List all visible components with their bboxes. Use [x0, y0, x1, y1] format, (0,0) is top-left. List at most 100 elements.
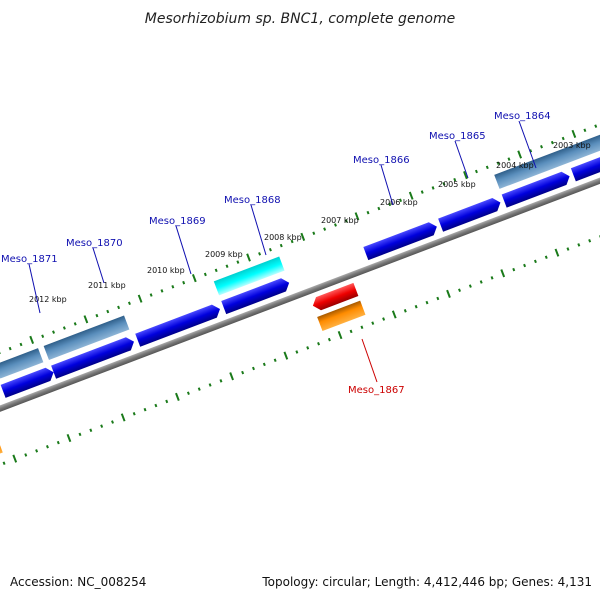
- ruler-tick: [149, 293, 153, 297]
- ruler-tick: [399, 198, 403, 203]
- ruler-tick: [219, 379, 223, 383]
- ruler-tick: [507, 157, 511, 161]
- cds-arrow-forward: [501, 171, 570, 208]
- kbp-label: 2010 kbp: [147, 266, 185, 275]
- leader-line-meso-1870: [92, 247, 105, 284]
- ruler-tick: [203, 272, 207, 277]
- ruler-tick: [45, 444, 49, 449]
- gene-track-reverse: [0, 300, 366, 477]
- kbp-label: 2007 kbp: [321, 216, 359, 225]
- ruler-tick: [523, 263, 527, 268]
- kbp-label: 2003 kbp: [553, 141, 591, 150]
- ruler-tick: [561, 136, 565, 141]
- gene-label-meso-1868: Meso_1868: [224, 195, 281, 206]
- gene-track-forward: [0, 110, 600, 379]
- ruler-tick: [290, 239, 294, 244]
- ruler-tick: [41, 334, 45, 338]
- kbp-label: 2009 kbp: [205, 250, 243, 259]
- ruler-tick: [279, 243, 283, 248]
- ruler-tick: [317, 342, 321, 346]
- leader-line-meso-1865: [454, 140, 469, 179]
- gene-feature-reverse: [0, 438, 3, 477]
- ruler-tick: [431, 186, 435, 190]
- ruler-tick: [0, 350, 1, 355]
- cds-arrow-forward: [570, 132, 600, 182]
- ruler-tick: [533, 259, 537, 264]
- ruler-tick: [120, 413, 126, 422]
- ruler-tick: [544, 255, 548, 260]
- label-leaders: [28, 120, 537, 383]
- kbp-label: 2011 kbp: [88, 281, 126, 290]
- kbp-label: 2008 kbp: [264, 233, 302, 242]
- ruler-tick: [111, 420, 114, 424]
- map-title: Mesorhizobium sp. BNC1, complete genome: [145, 11, 456, 27]
- ruler-tick: [19, 342, 23, 347]
- ruler-tick: [52, 330, 56, 334]
- ruler-tick: [268, 247, 272, 252]
- ruler-tick: [344, 219, 348, 223]
- ruler-tick: [160, 289, 164, 293]
- ruler-tick: [262, 362, 266, 367]
- ruler-tick: [214, 268, 218, 273]
- leader-line-meso-1864: [518, 120, 537, 169]
- ruler-tick: [241, 370, 245, 375]
- ruler-tick: [566, 247, 570, 251]
- genome-backbone: [0, 132, 600, 458]
- ruler-tick: [66, 433, 72, 443]
- ruler-tick: [137, 294, 143, 303]
- ruler-tick: [78, 432, 82, 437]
- ruler-tick: [391, 310, 397, 319]
- ruler-tick: [403, 309, 407, 313]
- gene-label-meso-1864: Meso_1864: [494, 111, 551, 122]
- gene-labels: Meso_1864 Meso_1865 Meso_1866 Meso_1867 …: [1, 111, 551, 396]
- ruler-tick: [306, 346, 310, 350]
- ruler-tick: [2, 461, 6, 465]
- cds-arrow-forward: [438, 198, 501, 232]
- kbp-label: 2012 kbp: [29, 295, 67, 304]
- ruler-tick: [327, 337, 331, 342]
- leader-line-meso-1866: [380, 164, 394, 206]
- ruler-tick: [208, 383, 212, 387]
- ruler-tick: [295, 350, 299, 354]
- ruler-tick: [73, 322, 77, 326]
- ruler-tick: [273, 358, 277, 362]
- cds-arrow-forward: [363, 222, 437, 261]
- ruler-tick: [225, 264, 229, 268]
- kbp-label: 2005 kbp: [438, 180, 476, 189]
- ruler-tick: [83, 315, 89, 324]
- ruler-tick: [191, 274, 197, 283]
- ruler-tick: [56, 440, 60, 445]
- ruler-tick: [171, 285, 175, 289]
- forward-cds-track: [0, 132, 600, 398]
- ruler-tick: [442, 182, 446, 186]
- ruler-tick: [485, 165, 489, 170]
- ruler-tick: [554, 248, 560, 257]
- genome-summary-text: Topology: circular; Length: 4,412,446 bp…: [261, 575, 592, 589]
- ruler-tick: [408, 191, 414, 200]
- kbp-label: 2006 kbp: [380, 198, 418, 207]
- kbp-label: 2004 kbp: [496, 161, 534, 170]
- ruler-tick: [588, 239, 592, 243]
- ruler-tick: [12, 454, 18, 463]
- ruler-tick: [35, 449, 39, 453]
- cds-arrow-forward: [135, 304, 220, 347]
- ruler-tick: [143, 407, 147, 412]
- ruler-tick: [540, 144, 543, 149]
- ruler-tick: [246, 253, 251, 262]
- ruler-tick: [334, 223, 337, 227]
- ruler-tick: [132, 412, 136, 416]
- ruler-tick: [354, 212, 360, 221]
- gene-feature-meso-1867: [317, 300, 366, 332]
- ruler-tick: [154, 403, 158, 408]
- cds-arrow-forward: [0, 367, 54, 398]
- ruler-tick: [496, 161, 500, 165]
- ruler-tick: [8, 346, 12, 351]
- ruler-tick: [29, 335, 35, 344]
- gene-label-meso-1865: Meso_1865: [429, 131, 486, 142]
- ruler-tick: [323, 227, 327, 231]
- gene-feature-meso-1864: [494, 110, 600, 189]
- leader-line-meso-1867: [361, 338, 378, 383]
- ruler-tick: [127, 301, 131, 306]
- ruler-tick: [577, 243, 581, 247]
